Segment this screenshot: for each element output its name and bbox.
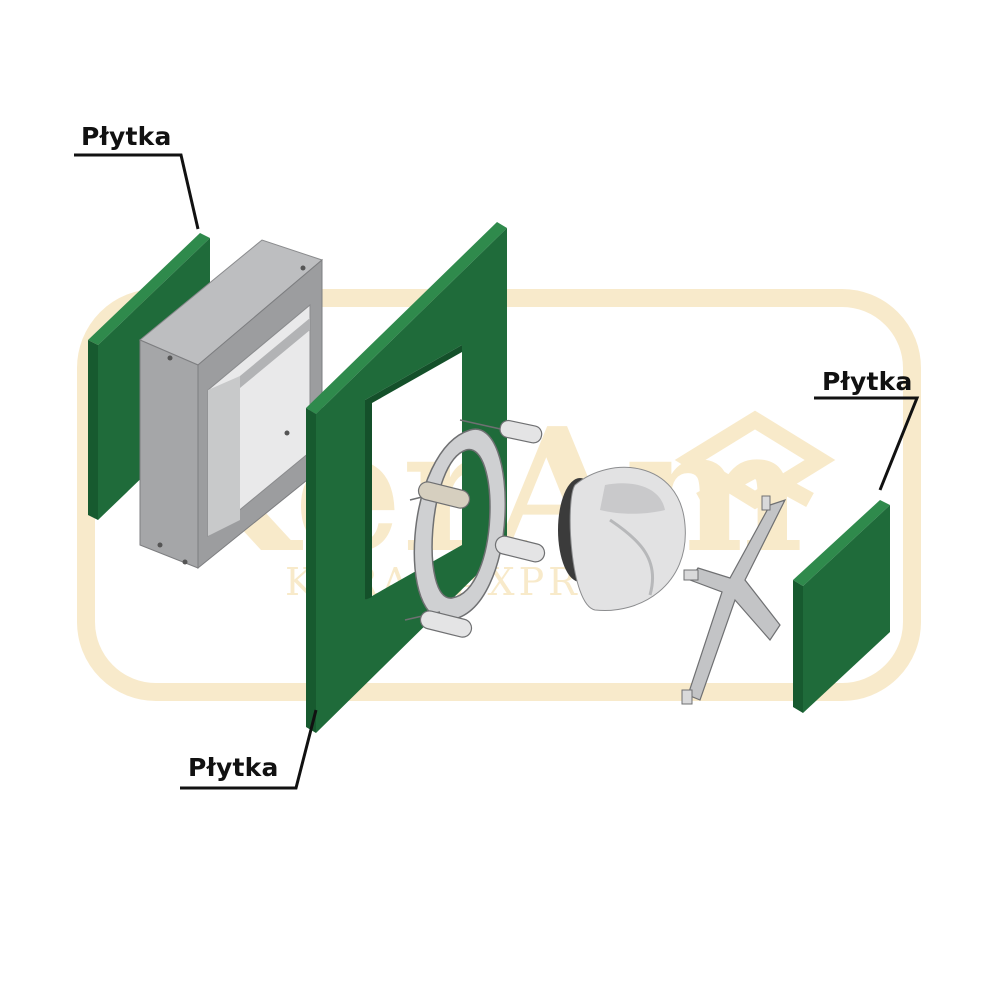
screw-hole [284, 430, 290, 436]
knob [558, 466, 686, 612]
pin [499, 419, 543, 444]
pin [419, 610, 473, 638]
mounting-ring [404, 419, 546, 638]
pin [494, 535, 546, 563]
screw-hole [157, 542, 163, 548]
cross-bracket [681, 495, 787, 705]
bracket-pin [683, 569, 699, 581]
leader-lines [74, 153, 920, 790]
pin [417, 481, 471, 509]
mounting-box [139, 239, 324, 570]
leader-line-right [814, 396, 920, 491]
leader-line-top-left [74, 153, 200, 230]
tile-middle [306, 222, 507, 733]
label-tile-top-left: Płytka [81, 122, 172, 151]
label-tile-right: Płytka [822, 367, 913, 396]
screw-hole [182, 559, 188, 565]
screw-hole [300, 265, 306, 271]
tile-right [793, 500, 890, 713]
watermark-logo-mark [674, 410, 836, 510]
screw-hole [167, 355, 173, 361]
bracket-pin [761, 495, 771, 511]
label-tile-bottom: Płytka [188, 753, 279, 782]
leader-line-bottom [180, 709, 318, 790]
bracket-pin [681, 689, 693, 705]
